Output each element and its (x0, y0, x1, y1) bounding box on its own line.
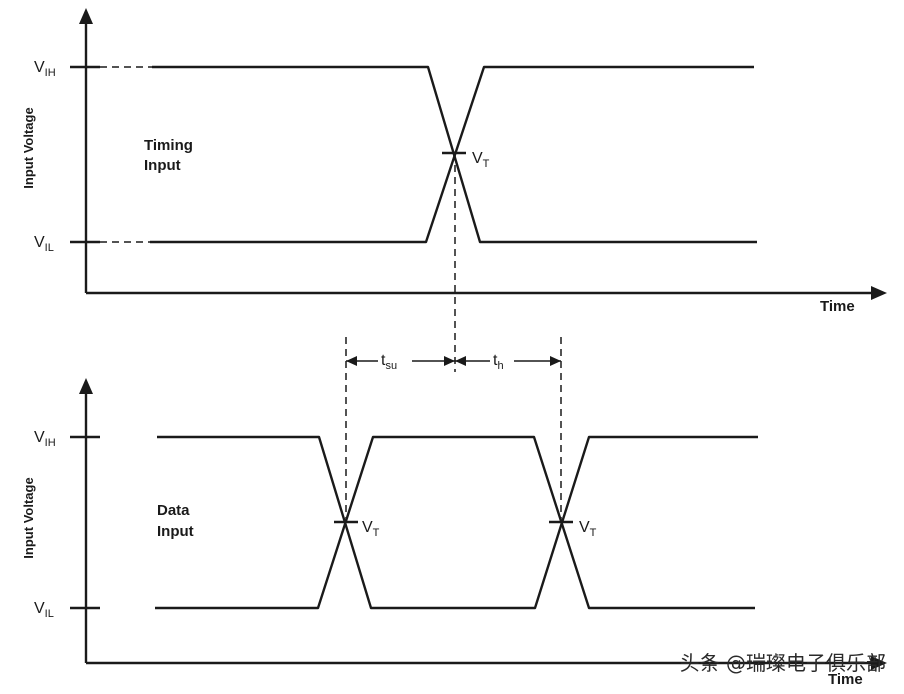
data-input-high-low-high (157, 435, 758, 610)
hold-arrow-right (550, 356, 561, 366)
hold-arrow-left (455, 356, 466, 366)
setup-arrow-left (346, 356, 357, 366)
top-x-axis-arrow (871, 286, 887, 300)
bottom-vih-label: VIH (34, 429, 56, 449)
bottom-x-axis-label: Time (828, 671, 863, 688)
top-vih-label: VIH (34, 59, 56, 79)
timing-input-label-line1: Timing (144, 137, 193, 154)
bottom-y-axis-arrow (79, 378, 93, 394)
bottom-vil-label: VIL (34, 600, 54, 620)
timing-input-low-to-high (150, 65, 754, 244)
setup-arrow-right (444, 356, 455, 366)
watermark: 头条 @瑞璨电子俱乐部 (680, 651, 886, 675)
top-x-axis-label: Time (820, 298, 855, 315)
hold-time-label: th (493, 352, 504, 372)
data-input-label-line2: Input (157, 523, 194, 540)
data-input-label-line1: Data (157, 502, 190, 519)
timing-input-panel: VIH VIL VT Timing Input Input Voltage Ti… (21, 8, 887, 315)
data-input-low-high-low (155, 435, 755, 610)
bottom-x-axis-arrow (871, 656, 887, 670)
data-input-panel: VIH VIL VT VT Data Input Input Voltage T… (21, 378, 887, 688)
setup-hold-dimensions: tsu th (345, 153, 562, 522)
th-label-bg (490, 350, 514, 370)
top-y-axis-arrow (79, 8, 93, 24)
bottom-vt-label-1: VT (362, 519, 380, 539)
tsu-label-bg (378, 350, 412, 370)
timing-input-label-line2: Input (144, 157, 181, 174)
bottom-y-axis-label: Input Voltage (21, 477, 36, 558)
setup-time-label: tsu (381, 352, 397, 372)
top-vil-label: VIL (34, 234, 54, 254)
bottom-vt-label-2: VT (579, 519, 597, 539)
top-y-axis-label: Input Voltage (21, 107, 36, 188)
top-vt-label: VT (472, 150, 490, 170)
